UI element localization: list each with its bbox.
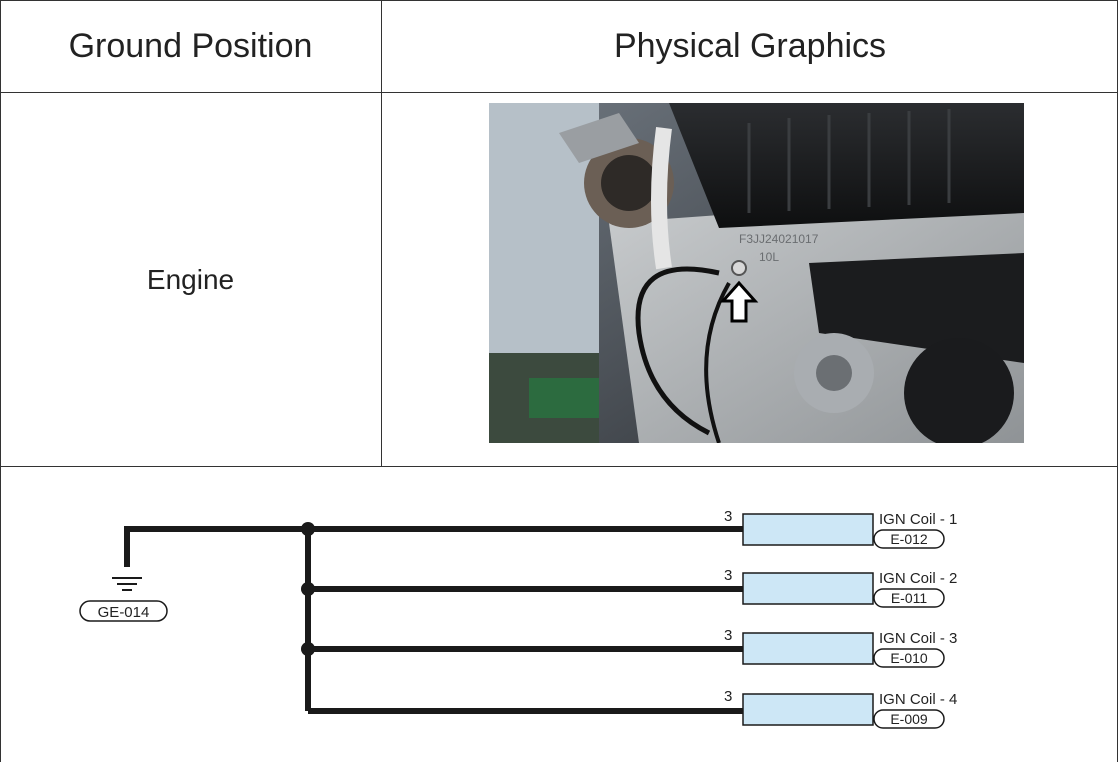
coil-connector-4: 3 IGN Coil - 4 E-009: [724, 688, 957, 729]
table-column-divider: [381, 0, 382, 466]
header-physical-graphics: Physical Graphics: [613, 26, 887, 65]
table-row-divider: [0, 466, 1118, 467]
table-border-right: [1117, 0, 1118, 762]
table-border-top: [0, 0, 1118, 1]
ground-wiring: [124, 526, 743, 714]
connector-box: [742, 632, 874, 665]
splice-dot: [301, 642, 315, 656]
connector-tag: [873, 648, 945, 668]
coil-connector-2: 3 IGN Coil - 2 E-011: [724, 567, 957, 608]
coil-name: IGN Coil - 4: [879, 691, 957, 708]
coil-name: IGN Coil - 2: [879, 570, 957, 587]
splice-dot: [301, 522, 315, 536]
ground-bolt: [731, 260, 747, 276]
casting-mark: 10L: [759, 250, 779, 264]
pin-number: 3: [724, 567, 732, 584]
engine-photo: F3JJ24021017 10L: [489, 103, 1024, 443]
connector-tag: [873, 588, 945, 608]
connector-tag: [873, 709, 945, 729]
ground-circuit-schematic: GE-014 3 IGN Coil - 1 E-012 3 IGN Coil -…: [79, 508, 957, 729]
pin-number: 3: [724, 627, 732, 644]
connector-id: E-011: [891, 590, 928, 606]
engine-photo-illustration: F3JJ24021017 10L: [489, 103, 1024, 443]
splice-dot: [301, 582, 315, 596]
ground-label-tag: [79, 600, 168, 622]
table-border-left: [0, 0, 1, 762]
coil-connector-1: 3 IGN Coil - 1 E-012: [724, 508, 957, 549]
connector-id: E-012: [890, 531, 928, 547]
ground-symbol-icon: [112, 577, 142, 591]
connector-tag: [873, 529, 945, 549]
coil-name: IGN Coil - 1: [879, 511, 957, 528]
connector-id: E-010: [890, 650, 928, 666]
pin-number: 3: [724, 508, 732, 525]
coil-connector-3: 3 IGN Coil - 3 E-010: [724, 627, 957, 668]
ground-location-label: Engine: [146, 263, 235, 295]
connector-box: [742, 572, 874, 605]
header-ground-position: Ground Position: [68, 26, 313, 65]
coil-name: IGN Coil - 3: [879, 630, 957, 647]
ground-label: GE-014: [98, 604, 150, 621]
connector-box: [742, 513, 874, 546]
table-header-divider: [0, 92, 1118, 93]
connector-box: [742, 693, 874, 726]
arrow-up-icon: [719, 280, 759, 323]
pin-number: 3: [724, 688, 732, 705]
connector-id: E-009: [890, 711, 928, 727]
casting-mark: F3JJ24021017: [739, 232, 819, 246]
